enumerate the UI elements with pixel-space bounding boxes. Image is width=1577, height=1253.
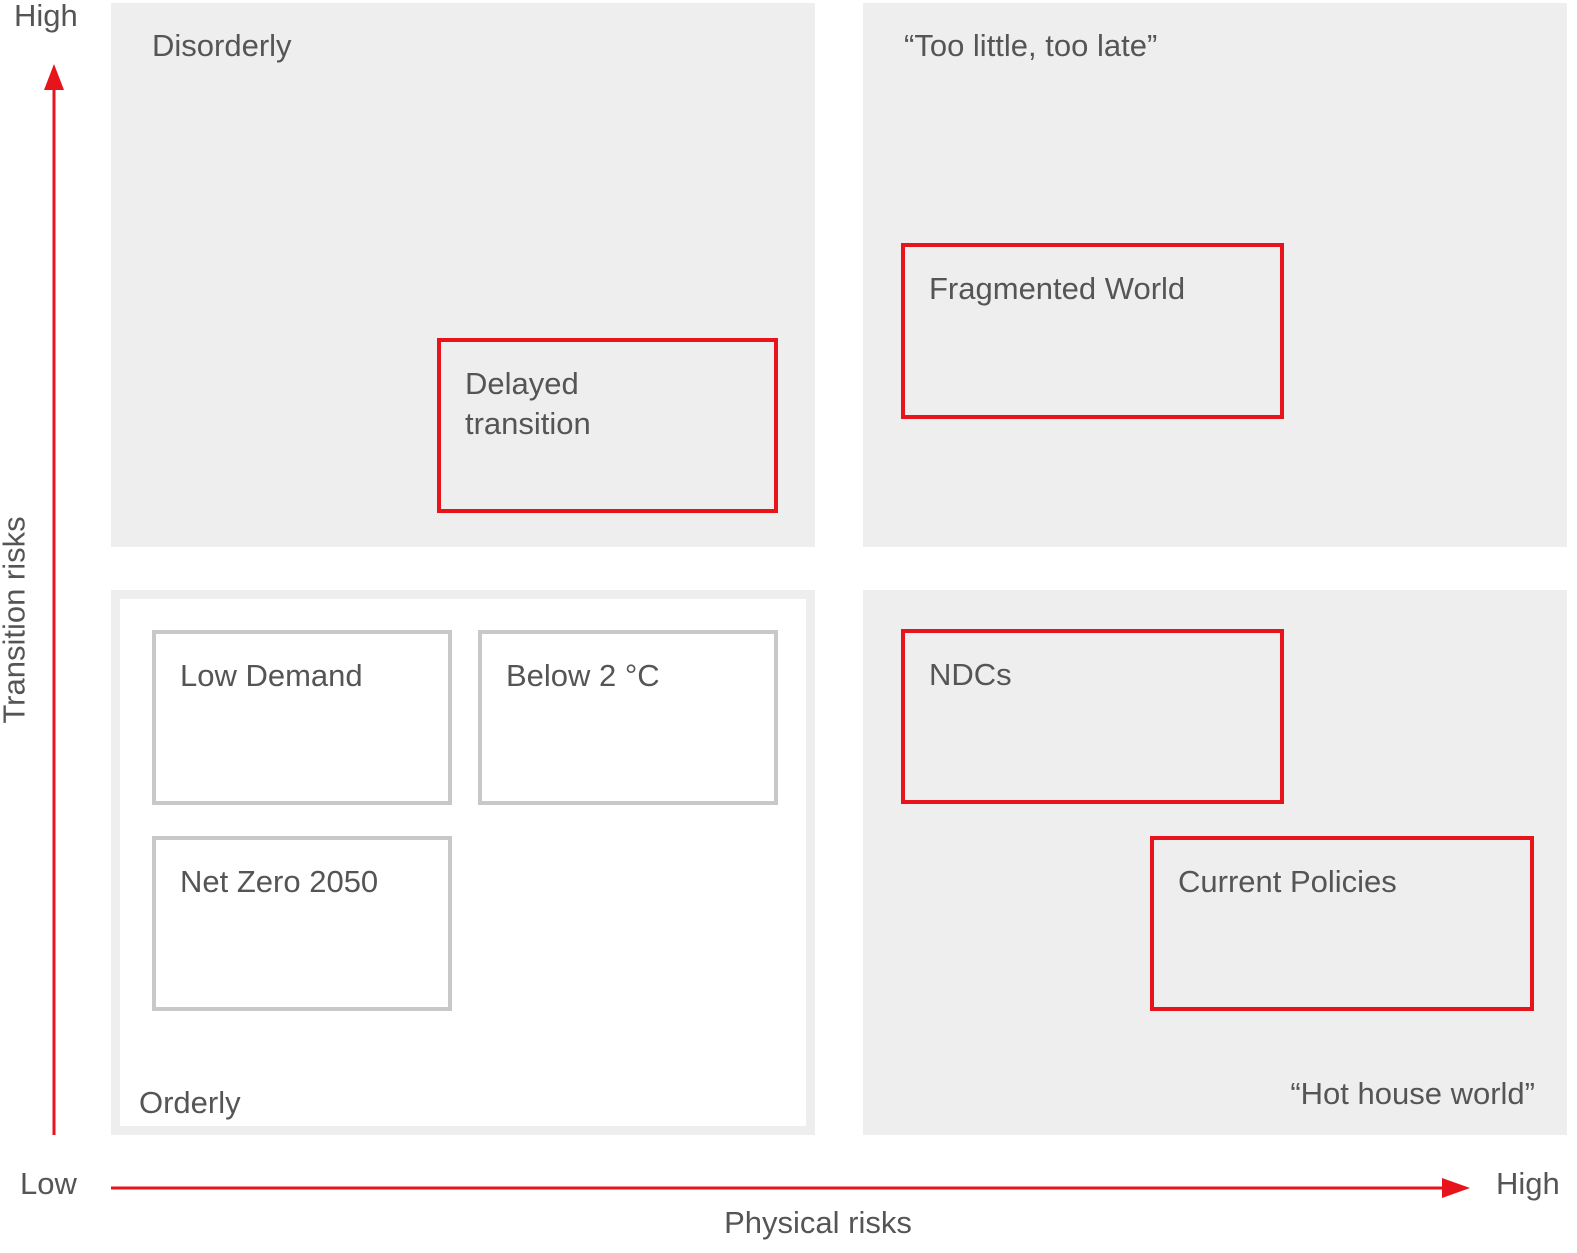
quadrant-label-too-little-too-late: “Too little, too late” (904, 28, 1158, 63)
scenario-label: Low Demand (180, 658, 363, 693)
scenario-label: NDCs (929, 657, 1012, 692)
x-axis-arrowhead (1442, 1178, 1470, 1198)
scenario-label: Current Policies (1178, 864, 1397, 899)
x-axis-low-label: Low (20, 1166, 77, 1201)
scenario-ndcs: NDCs (901, 629, 1284, 804)
y-axis-high-label: High (14, 0, 78, 33)
scenario-current-policies: Current Policies (1150, 836, 1534, 1011)
scenario-label: Delayed transition (465, 366, 591, 441)
scenario-label: Fragmented World (929, 271, 1186, 306)
quadrant-hot-house-world: “Hot house world” NDCs Current Policies (863, 590, 1567, 1135)
y-axis-title: Transition risks (0, 516, 32, 724)
scenario-delayed-transition: Delayed transition (437, 338, 778, 513)
scenario-below-2c: Below 2 °C (478, 630, 778, 805)
scenario-label: Below 2 °C (506, 658, 660, 693)
quadrant-label-orderly: Orderly (139, 1085, 241, 1120)
quadrant-too-little-too-late: “Too little, too late” Fragmented World (863, 3, 1567, 547)
quadrant-label-hot-house-world: “Hot house world” (1290, 1076, 1535, 1111)
quadrant-label-disorderly: Disorderly (152, 28, 292, 63)
scenario-low-demand: Low Demand (152, 630, 452, 805)
quadrant-orderly: Orderly Low Demand Below 2 °C Net Zero 2… (111, 590, 815, 1135)
quadrant-disorderly: Disorderly Delayed transition (111, 3, 815, 547)
scenario-net-zero-2050: Net Zero 2050 (152, 836, 452, 1011)
y-axis-arrowhead (44, 64, 64, 90)
x-axis-high-label: High (1496, 1166, 1560, 1201)
scenario-label: Net Zero 2050 (180, 864, 379, 899)
x-axis-title: Physical risks (724, 1205, 912, 1240)
scenario-fragmented-world: Fragmented World (901, 243, 1284, 419)
